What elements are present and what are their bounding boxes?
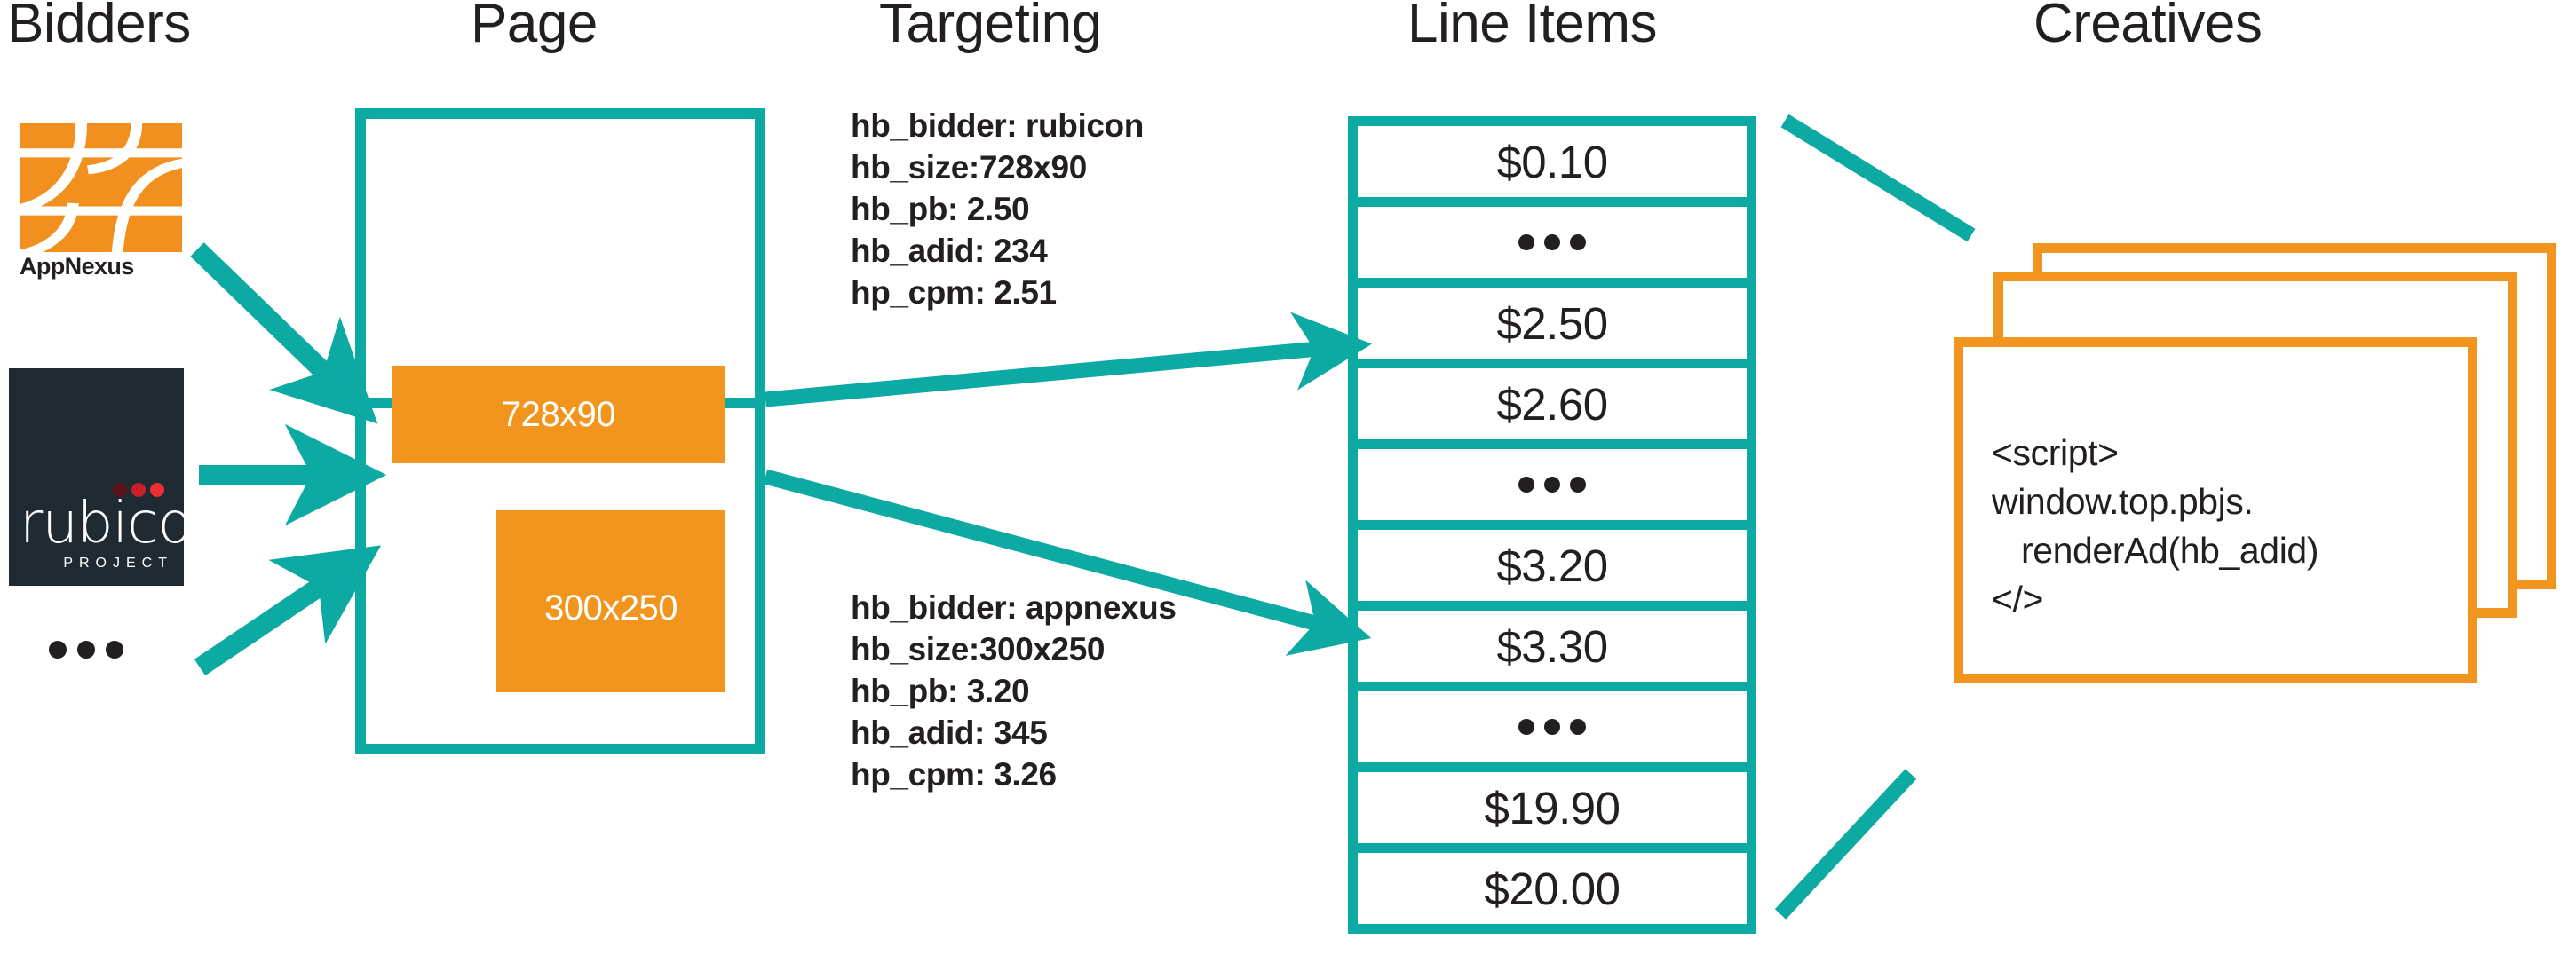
targeting-block-rubicon: hb_bidder: rubicon hb_size:728x90 hb_pb:…	[851, 105, 1144, 313]
ellipsis-icon	[1518, 234, 1586, 250]
rubicon-logo-icon: rubicon® PROJECT	[9, 368, 184, 586]
line-item-row[interactable]: $3.30	[1358, 611, 1747, 682]
rubicon-dots-icon	[113, 483, 164, 497]
targeting-line: hb_adid: 234	[851, 233, 1048, 269]
arrow-page-to-line-item-250	[765, 312, 1373, 407]
line-item-price: $2.50	[1496, 297, 1608, 349]
ad-slot-300x250[interactable]: 300x250	[496, 510, 725, 692]
line-item-row-ellipsis[interactable]	[1358, 691, 1747, 762]
column-title-bidders: Bidders	[7, 0, 191, 54]
targeting-line: hb_pb: 3.20	[851, 673, 1030, 709]
line-item-row[interactable]: $19.90	[1358, 772, 1747, 843]
targeting-block-appnexus: hb_bidder: appnexus hb_size:300x250 hb_p…	[851, 587, 1177, 795]
rubicon-subtitle: PROJECT	[63, 556, 173, 571]
appnexus-logo-icon	[20, 123, 182, 252]
line-item-row[interactable]: $0.10	[1358, 126, 1747, 197]
ad-slot-728x90-label: 728x90	[501, 394, 616, 434]
ad-slot-728x90[interactable]: 728x90	[392, 366, 725, 463]
line-item-price: $20.00	[1484, 863, 1621, 914]
arrow-appnexus-to-page	[190, 242, 378, 424]
creative-card-front[interactable]	[1954, 337, 2477, 683]
rubicon-wordmark-text: rubicon	[20, 491, 184, 556]
targeting-line: hb_bidder: appnexus	[851, 589, 1177, 626]
appnexus-logo-label: AppNexus	[20, 253, 134, 280]
targeting-line: hp_cpm: 3.26	[851, 756, 1057, 793]
arrow-more-bidders-to-page	[194, 545, 382, 676]
line-item-row[interactable]: $3.20	[1358, 530, 1747, 601]
line-item-row-ellipsis[interactable]	[1358, 207, 1747, 278]
column-title-targeting: Targeting	[879, 0, 1102, 54]
page-upper-region	[355, 108, 765, 408]
targeting-line: hb_adid: 345	[851, 714, 1048, 751]
targeting-line: hp_cpm: 2.51	[851, 274, 1057, 311]
line-item-row-ellipsis[interactable]	[1358, 449, 1747, 520]
line-item-price: $3.30	[1496, 620, 1608, 672]
column-title-creatives: Creatives	[2033, 0, 2263, 54]
ellipsis-icon	[1518, 477, 1586, 493]
bidders-more-ellipsis-icon	[49, 641, 123, 659]
line-item-row[interactable]: $2.50	[1358, 288, 1747, 359]
connector-line-items-to-creatives-top	[1780, 114, 1976, 242]
creative-code-snippet: <script> window.top.pbjs. renderAd(hb_ad…	[1992, 432, 2319, 620]
targeting-line: hb_bidder: rubicon	[851, 107, 1144, 144]
line-item-price: $0.10	[1496, 136, 1608, 187]
line-item-price: $3.20	[1496, 540, 1608, 591]
connector-line-items-to-creatives-bottom	[1774, 769, 1917, 920]
ad-slot-300x250-label: 300x250	[544, 588, 678, 628]
rubicon-wordmark: rubicon®	[20, 495, 184, 552]
column-title-line-items: Line Items	[1407, 0, 1658, 54]
column-title-page: Page	[471, 0, 598, 54]
line-item-row[interactable]: $2.60	[1358, 368, 1747, 439]
line-item-row[interactable]: $20.00	[1358, 853, 1747, 924]
line-item-price: $19.90	[1484, 782, 1621, 833]
targeting-line: hb_size:300x250	[851, 631, 1106, 667]
line-items-table: $0.10 $2.50 $2.60 $3.20 $3.30 $19.90 $20.00	[1348, 116, 1756, 934]
line-item-price: $2.60	[1496, 378, 1608, 430]
ellipsis-icon	[1518, 719, 1586, 735]
targeting-line: hb_pb: 2.50	[851, 191, 1030, 227]
targeting-line: hb_size:728x90	[851, 149, 1087, 185]
